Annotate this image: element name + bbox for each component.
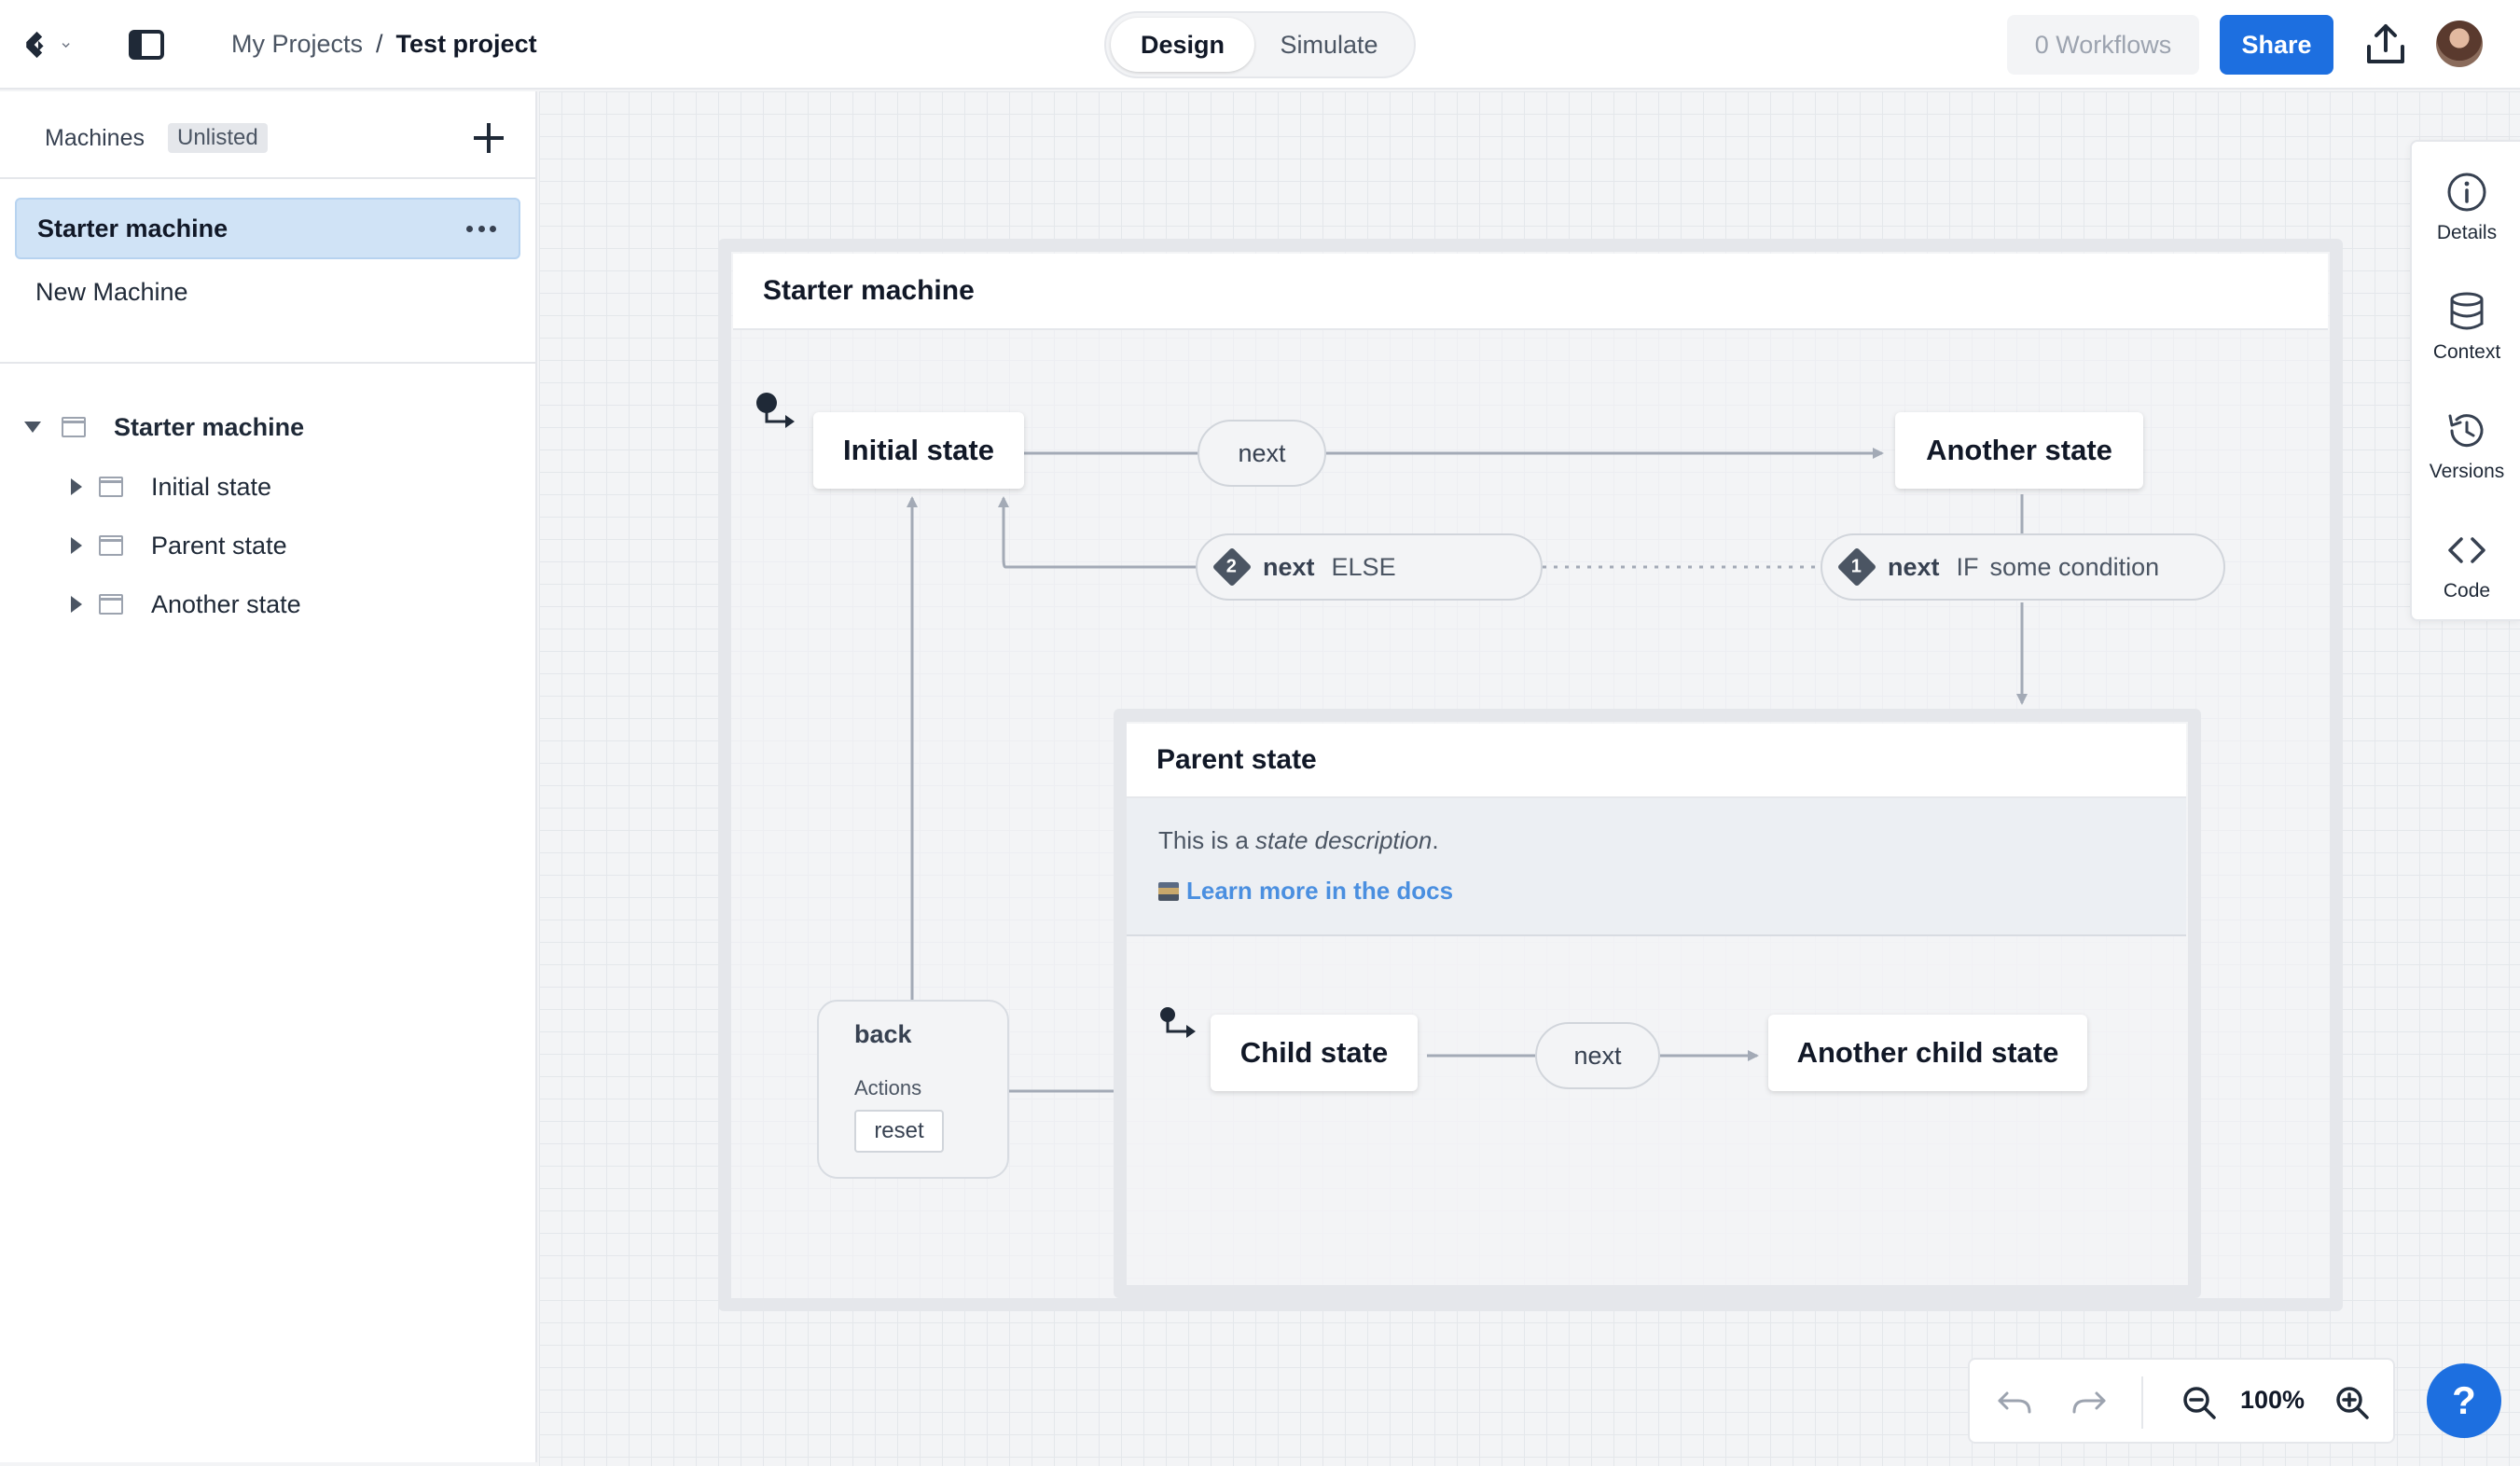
state-description: This is a state description. Learn more … bbox=[1127, 798, 2186, 936]
event-next-top[interactable]: next bbox=[1198, 420, 1326, 487]
caret-right-icon[interactable] bbox=[71, 596, 82, 613]
state-node-icon bbox=[99, 594, 123, 615]
caret-right-icon[interactable] bbox=[71, 537, 82, 554]
sidebar-header: Machines Unlisted bbox=[0, 91, 535, 179]
breadcrumb: My Projects / Test project bbox=[231, 30, 537, 59]
versions-panel-button[interactable]: Versions bbox=[2412, 390, 2520, 502]
back-event-label: back bbox=[854, 1020, 912, 1048]
toolbar-divider bbox=[2141, 1376, 2143, 1429]
breadcrumb-separator: / bbox=[376, 30, 383, 58]
docs-link[interactable]: Learn more in the docs bbox=[1158, 877, 1453, 906]
tree-root-starter-machine[interactable]: Starter machine bbox=[24, 408, 304, 446]
root-machine-title[interactable]: Starter machine bbox=[733, 254, 2328, 330]
context-panel-button[interactable]: Context bbox=[2412, 270, 2520, 382]
user-avatar[interactable] bbox=[2436, 21, 2483, 67]
zoom-level[interactable]: 100% bbox=[2240, 1386, 2305, 1414]
help-button[interactable]: ? bbox=[2427, 1363, 2501, 1438]
visibility-badge: Unlisted bbox=[168, 123, 268, 153]
state-another-child[interactable]: Another child state bbox=[1768, 1015, 2087, 1091]
state-node-icon bbox=[99, 477, 123, 497]
guarded-transition-if[interactable]: 1 next IF some condition bbox=[1821, 533, 2225, 601]
sidebar-toggle-icon[interactable] bbox=[129, 30, 164, 60]
docs-link-label: Learn more in the docs bbox=[1186, 877, 1454, 905]
simulate-mode-tab[interactable]: Simulate bbox=[1280, 30, 1378, 59]
machines-sidebar: Machines Unlisted Starter machine New Ma… bbox=[0, 91, 537, 1462]
tree-item-label: Parent state bbox=[151, 531, 287, 560]
info-icon bbox=[2447, 173, 2486, 212]
design-mode-tab[interactable]: Design bbox=[1111, 18, 1254, 72]
breadcrumb-my-projects[interactable]: My Projects bbox=[231, 30, 364, 58]
transition-connectors bbox=[907, 448, 2028, 1093]
state-initial[interactable]: Initial state bbox=[813, 412, 1024, 489]
state-another[interactable]: Another state bbox=[1895, 412, 2143, 489]
code-label: Code bbox=[2443, 580, 2491, 602]
top-bar: My Projects / Test project Design Simula… bbox=[0, 0, 2520, 90]
books-icon bbox=[1158, 881, 1179, 901]
database-icon bbox=[2450, 292, 2484, 330]
add-machine-icon[interactable] bbox=[472, 121, 505, 155]
actions-label: Actions bbox=[854, 1076, 922, 1100]
history-icon bbox=[2448, 414, 2484, 448]
tree-item-parent-state[interactable]: Parent state bbox=[71, 527, 287, 564]
tree-item-label: Another state bbox=[151, 589, 301, 618]
state-node-icon bbox=[99, 535, 123, 556]
caret-down-icon[interactable] bbox=[24, 422, 41, 433]
machine-item-new[interactable]: New Machine bbox=[15, 261, 520, 323]
more-options-icon[interactable] bbox=[466, 226, 496, 233]
guard-priority-icon: 2 bbox=[1212, 546, 1253, 588]
tree-item-initial-state[interactable]: Initial state bbox=[71, 468, 271, 505]
share-button[interactable]: Share bbox=[2220, 15, 2333, 75]
breadcrumb-project-name[interactable]: Test project bbox=[395, 30, 537, 58]
guard-keyword: IF bbox=[1956, 552, 1979, 581]
zoom-in-icon[interactable] bbox=[2330, 1380, 2375, 1425]
upload-icon[interactable] bbox=[2363, 21, 2408, 69]
code-panel-button[interactable]: Code bbox=[2412, 509, 2520, 621]
mode-switch: Design Simulate bbox=[1104, 11, 1416, 78]
tree-item-label: Initial state bbox=[151, 472, 272, 501]
machine-item-starter[interactable]: Starter machine bbox=[15, 198, 520, 259]
context-label: Context bbox=[2432, 341, 2501, 363]
caret-right-icon[interactable] bbox=[71, 478, 82, 495]
initial-state-marker-icon bbox=[756, 393, 795, 428]
machine-node-icon bbox=[62, 417, 86, 437]
chevron-down-icon bbox=[62, 43, 70, 48]
guard-priority-icon: 1 bbox=[1836, 546, 1877, 588]
initial-child-marker-icon bbox=[1160, 1007, 1196, 1038]
tree-root-label: Starter machine bbox=[114, 412, 305, 441]
guard-event-label: next bbox=[1888, 552, 1940, 581]
redo-icon[interactable] bbox=[2067, 1380, 2112, 1425]
machine-item-label: Starter machine bbox=[37, 214, 228, 242]
state-child[interactable]: Child state bbox=[1211, 1015, 1418, 1091]
versions-label: Versions bbox=[2429, 461, 2505, 482]
event-next-child[interactable]: next bbox=[1535, 1022, 1660, 1089]
event-back-with-actions[interactable]: back Actions reset bbox=[817, 1000, 1009, 1179]
code-icon bbox=[2448, 537, 2485, 563]
stately-logo-icon bbox=[26, 31, 44, 59]
tree-item-another-state[interactable]: Another state bbox=[71, 586, 301, 623]
guard-event-label: next bbox=[1263, 552, 1315, 581]
undo-icon[interactable] bbox=[1992, 1380, 2037, 1425]
details-panel-button[interactable]: Details bbox=[2412, 151, 2520, 263]
description-text: This is a state description. bbox=[1158, 826, 1439, 854]
machine-item-label: New Machine bbox=[35, 277, 188, 306]
workflows-button[interactable]: 0 Workflows bbox=[2007, 15, 2199, 75]
guarded-transition-else[interactable]: 2 next ELSE bbox=[1196, 533, 1543, 601]
action-reset-chip[interactable]: reset bbox=[854, 1110, 944, 1153]
guard-keyword: ELSE bbox=[1331, 552, 1396, 581]
statechart-canvas[interactable]: Starter machine Parent state This is a s… bbox=[539, 91, 2520, 1466]
zoom-toolbar: 100% bbox=[1968, 1358, 2395, 1444]
details-label: Details bbox=[2436, 222, 2498, 243]
parent-state-title[interactable]: Parent state bbox=[1127, 724, 2186, 798]
sidebar-divider bbox=[0, 362, 535, 364]
zoom-out-icon[interactable] bbox=[2177, 1380, 2222, 1425]
right-tools-panel: Details Context Versions Code bbox=[2410, 140, 2520, 621]
app-logo-menu[interactable] bbox=[22, 21, 71, 69]
guard-condition: some condition bbox=[1989, 552, 2160, 581]
sidebar-title: Machines bbox=[45, 125, 145, 151]
